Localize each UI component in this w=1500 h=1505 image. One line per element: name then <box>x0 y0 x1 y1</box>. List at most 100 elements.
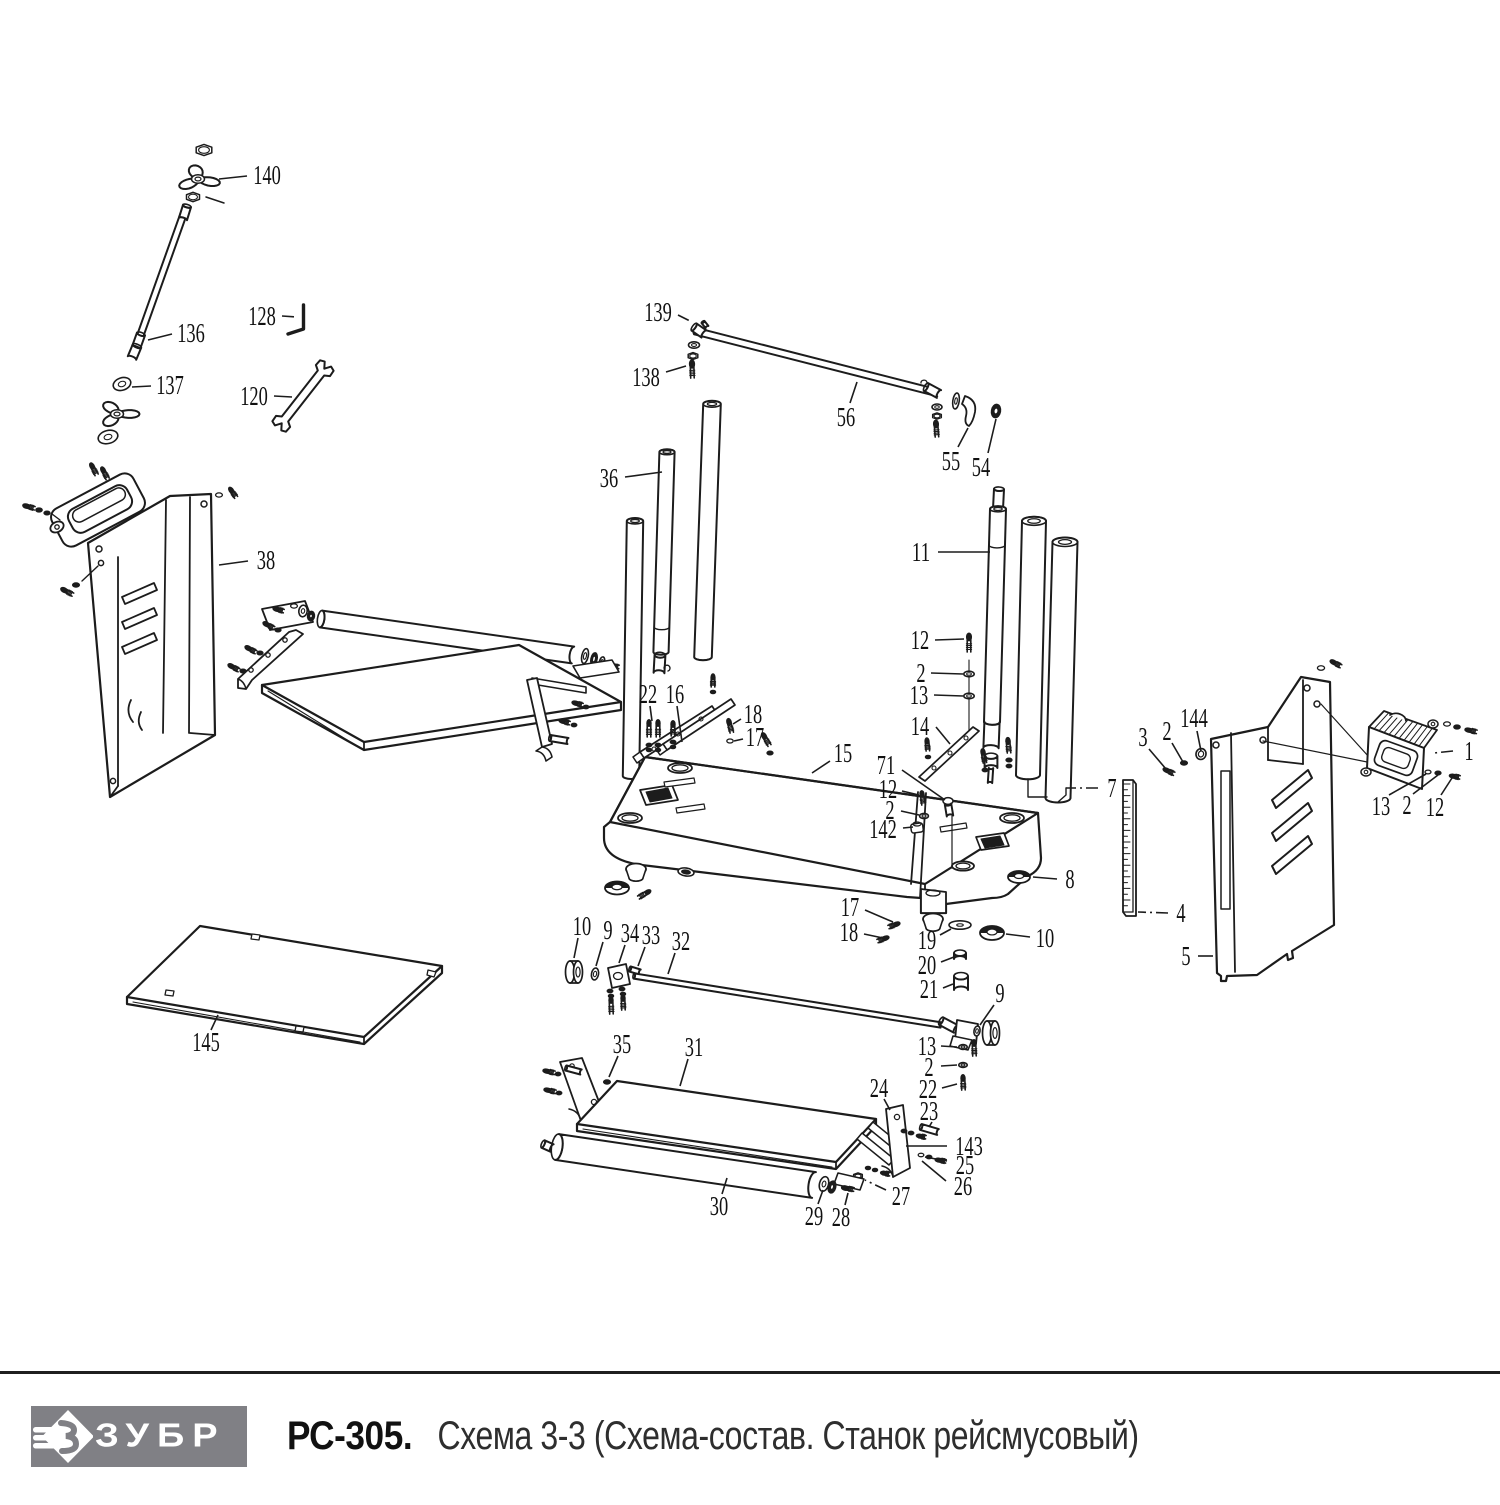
part-label-28: 28 <box>832 1192 850 1232</box>
part-label-29: 29 <box>805 1189 824 1231</box>
leader-line <box>210 1014 219 1031</box>
leader-line <box>1032 876 1058 880</box>
part-number: 27 <box>892 1181 910 1211</box>
part-number: 19 <box>918 925 936 955</box>
leader-line <box>1171 742 1184 763</box>
part-number: 11 <box>912 537 930 567</box>
leader-line <box>676 705 683 743</box>
leader-line <box>901 790 920 796</box>
leader-line <box>930 672 964 675</box>
part-label-32: 32 <box>667 926 690 975</box>
leader-line <box>637 946 646 967</box>
part-number: 143 <box>955 1131 983 1161</box>
leader-line <box>900 810 920 816</box>
part-label-27: 27 <box>864 1179 910 1211</box>
leader-line <box>849 381 858 404</box>
part-36-posts <box>621 399 722 780</box>
leader-line <box>624 471 663 478</box>
leader-line <box>281 315 298 318</box>
leader-line <box>864 1179 887 1191</box>
leader-line <box>1433 750 1454 754</box>
leader-line <box>273 395 293 398</box>
part-number: 56 <box>837 402 855 432</box>
part-number: 22 <box>639 679 657 709</box>
part-label-10: 10 <box>573 911 591 959</box>
leader-line <box>1005 933 1031 938</box>
part-label-11: 11 <box>912 537 990 567</box>
brand-logo-text: ЗУБР <box>95 1417 226 1455</box>
part-label-8: 8 <box>1032 864 1075 894</box>
leader-line <box>942 983 954 989</box>
part-number: 25 <box>956 1150 974 1180</box>
part-number: 2 <box>924 1052 933 1082</box>
part-number: 10 <box>1036 923 1054 953</box>
diagram-line-art <box>22 143 1478 1199</box>
part-label-120: 120 <box>240 381 293 411</box>
part-label-25: 25 <box>924 1150 974 1180</box>
leader-line <box>147 333 173 341</box>
part-label-128: 128 <box>248 301 298 331</box>
part-label-22: 22 <box>639 679 657 722</box>
part-number: 10 <box>573 911 591 941</box>
part-15-base <box>602 673 1043 991</box>
part-number: 36 <box>600 463 618 493</box>
part-number: 138 <box>632 362 660 392</box>
part-number: 24 <box>870 1073 889 1103</box>
part-label-14: 14 <box>911 711 951 745</box>
part-145-panel <box>125 924 444 1046</box>
part-number: 7 <box>1107 773 1116 803</box>
part-label-142: 142 <box>869 814 914 844</box>
part-32-adjuster-rod <box>564 960 1001 1091</box>
part-label-18: 18 <box>840 917 884 947</box>
part-label-38: 38 <box>218 545 275 575</box>
part-label-36: 36 <box>600 463 663 493</box>
part-56-tie-rod <box>687 319 1002 438</box>
part-number: 8 <box>1065 864 1074 894</box>
part-label-55: 55 <box>942 427 969 476</box>
part-number: 144 <box>1180 703 1208 733</box>
part-11-7-posts <box>918 486 1079 804</box>
leader-line <box>844 1192 849 1206</box>
part-label-139: 139 <box>644 297 691 327</box>
part-5-side-panel <box>1162 659 1343 983</box>
leader-line <box>934 638 965 641</box>
part-label-13: 13 <box>1372 773 1427 821</box>
part-number: 29 <box>805 1201 823 1231</box>
leader-line <box>595 941 604 967</box>
sheet-title-code: РС-305. <box>287 1414 413 1458</box>
part-label-12: 12 <box>911 625 965 655</box>
part-label-137: 137 <box>131 370 184 400</box>
leader-line <box>811 760 831 774</box>
brand-logo: ЗУБР <box>31 1406 247 1467</box>
part-120-wrench <box>271 359 335 433</box>
part-number: 13 <box>1372 791 1390 821</box>
part-38-side-panel <box>22 462 239 799</box>
part-number: 17 <box>746 722 764 752</box>
part-label-2: 2 <box>916 658 964 688</box>
part-number: 2 <box>885 795 894 825</box>
part-label-5: 5 <box>1181 941 1213 971</box>
part-number: 33 <box>642 920 660 950</box>
part-number: 22 <box>919 1074 937 1104</box>
part-label-15: 15 <box>811 738 852 774</box>
leader-line <box>940 956 955 963</box>
part-number: 55 <box>942 446 960 476</box>
part-label-18: 18 <box>732 699 762 729</box>
part-label-2: 2 <box>924 1052 958 1082</box>
footer-divider <box>0 1371 1500 1374</box>
part-number: 128 <box>248 301 276 331</box>
part-number: 12 <box>879 774 897 804</box>
leader-line <box>935 726 951 745</box>
part-number: 136 <box>177 318 205 348</box>
part-number: 28 <box>832 1202 850 1232</box>
leader-line <box>733 738 744 742</box>
leader-line <box>1137 911 1169 914</box>
part-number: 139 <box>644 297 672 327</box>
part-label-17: 17 <box>733 722 764 752</box>
part-label-143: 143 <box>906 1131 983 1161</box>
part-label-138: 138 <box>632 362 687 392</box>
part-140-knob-and-rod-assembly <box>97 143 225 445</box>
part-label-22: 22 <box>919 1074 958 1104</box>
part-label-71: 71 <box>877 750 946 801</box>
part-number: 30 <box>710 1191 728 1221</box>
